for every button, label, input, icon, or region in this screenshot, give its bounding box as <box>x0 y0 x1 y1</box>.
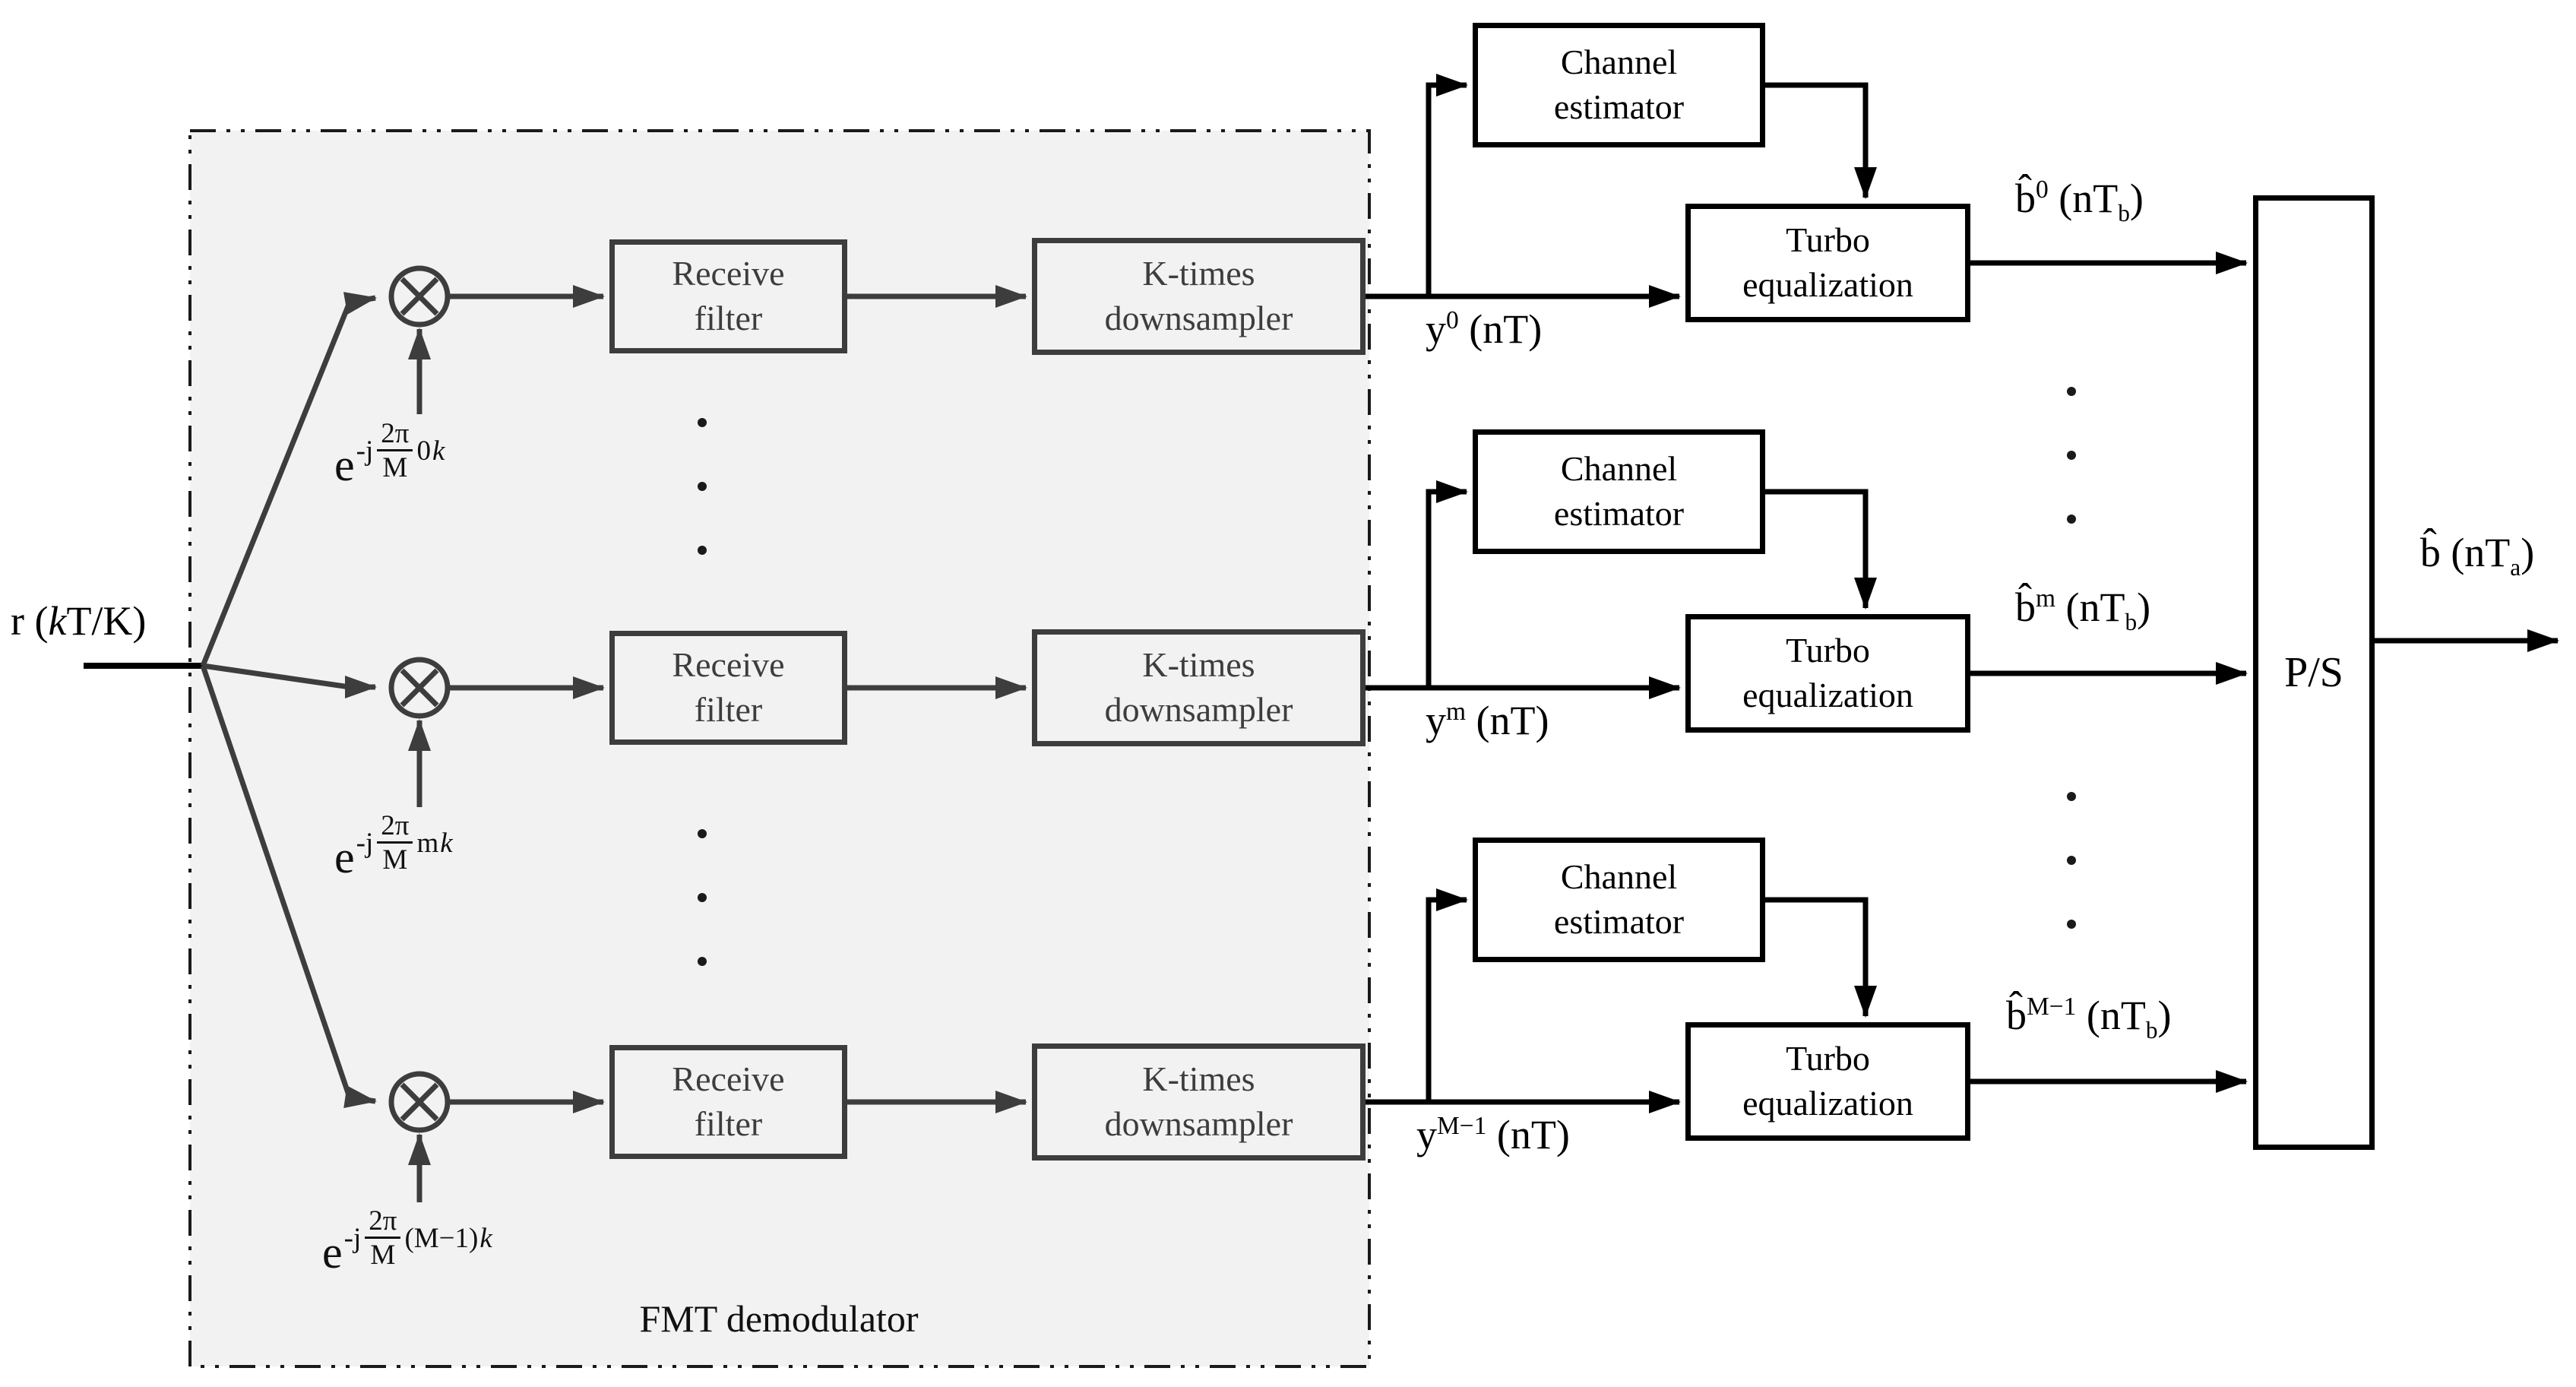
parallel-to-serial-box: P/S <box>2253 195 2375 1150</box>
multiplier-icon <box>388 657 451 719</box>
input-signal-label: r (kT/K) <box>11 598 147 644</box>
multiplier-icon <box>388 1071 451 1133</box>
fmt-region <box>188 129 1371 1368</box>
multiplier-icon <box>388 265 451 328</box>
b-signal-label: b̂0 (nTb) <box>2015 176 2144 226</box>
fmt-region-label: FMT demodulator <box>639 1297 919 1340</box>
y-signal-label: ym (nT) <box>1426 698 1549 743</box>
y-signal-label: yM−1 (nT) <box>1416 1112 1570 1157</box>
output-signal-label: b̂ (nTa) <box>2419 530 2535 581</box>
ellipsis-dots <box>698 387 2076 966</box>
y-signal-label: y0 (nT) <box>1426 306 1543 352</box>
b-signal-label: b̂m (nTb) <box>2015 584 2151 635</box>
b-signal-label: b̂M−1 (nTb) <box>2006 993 2172 1043</box>
